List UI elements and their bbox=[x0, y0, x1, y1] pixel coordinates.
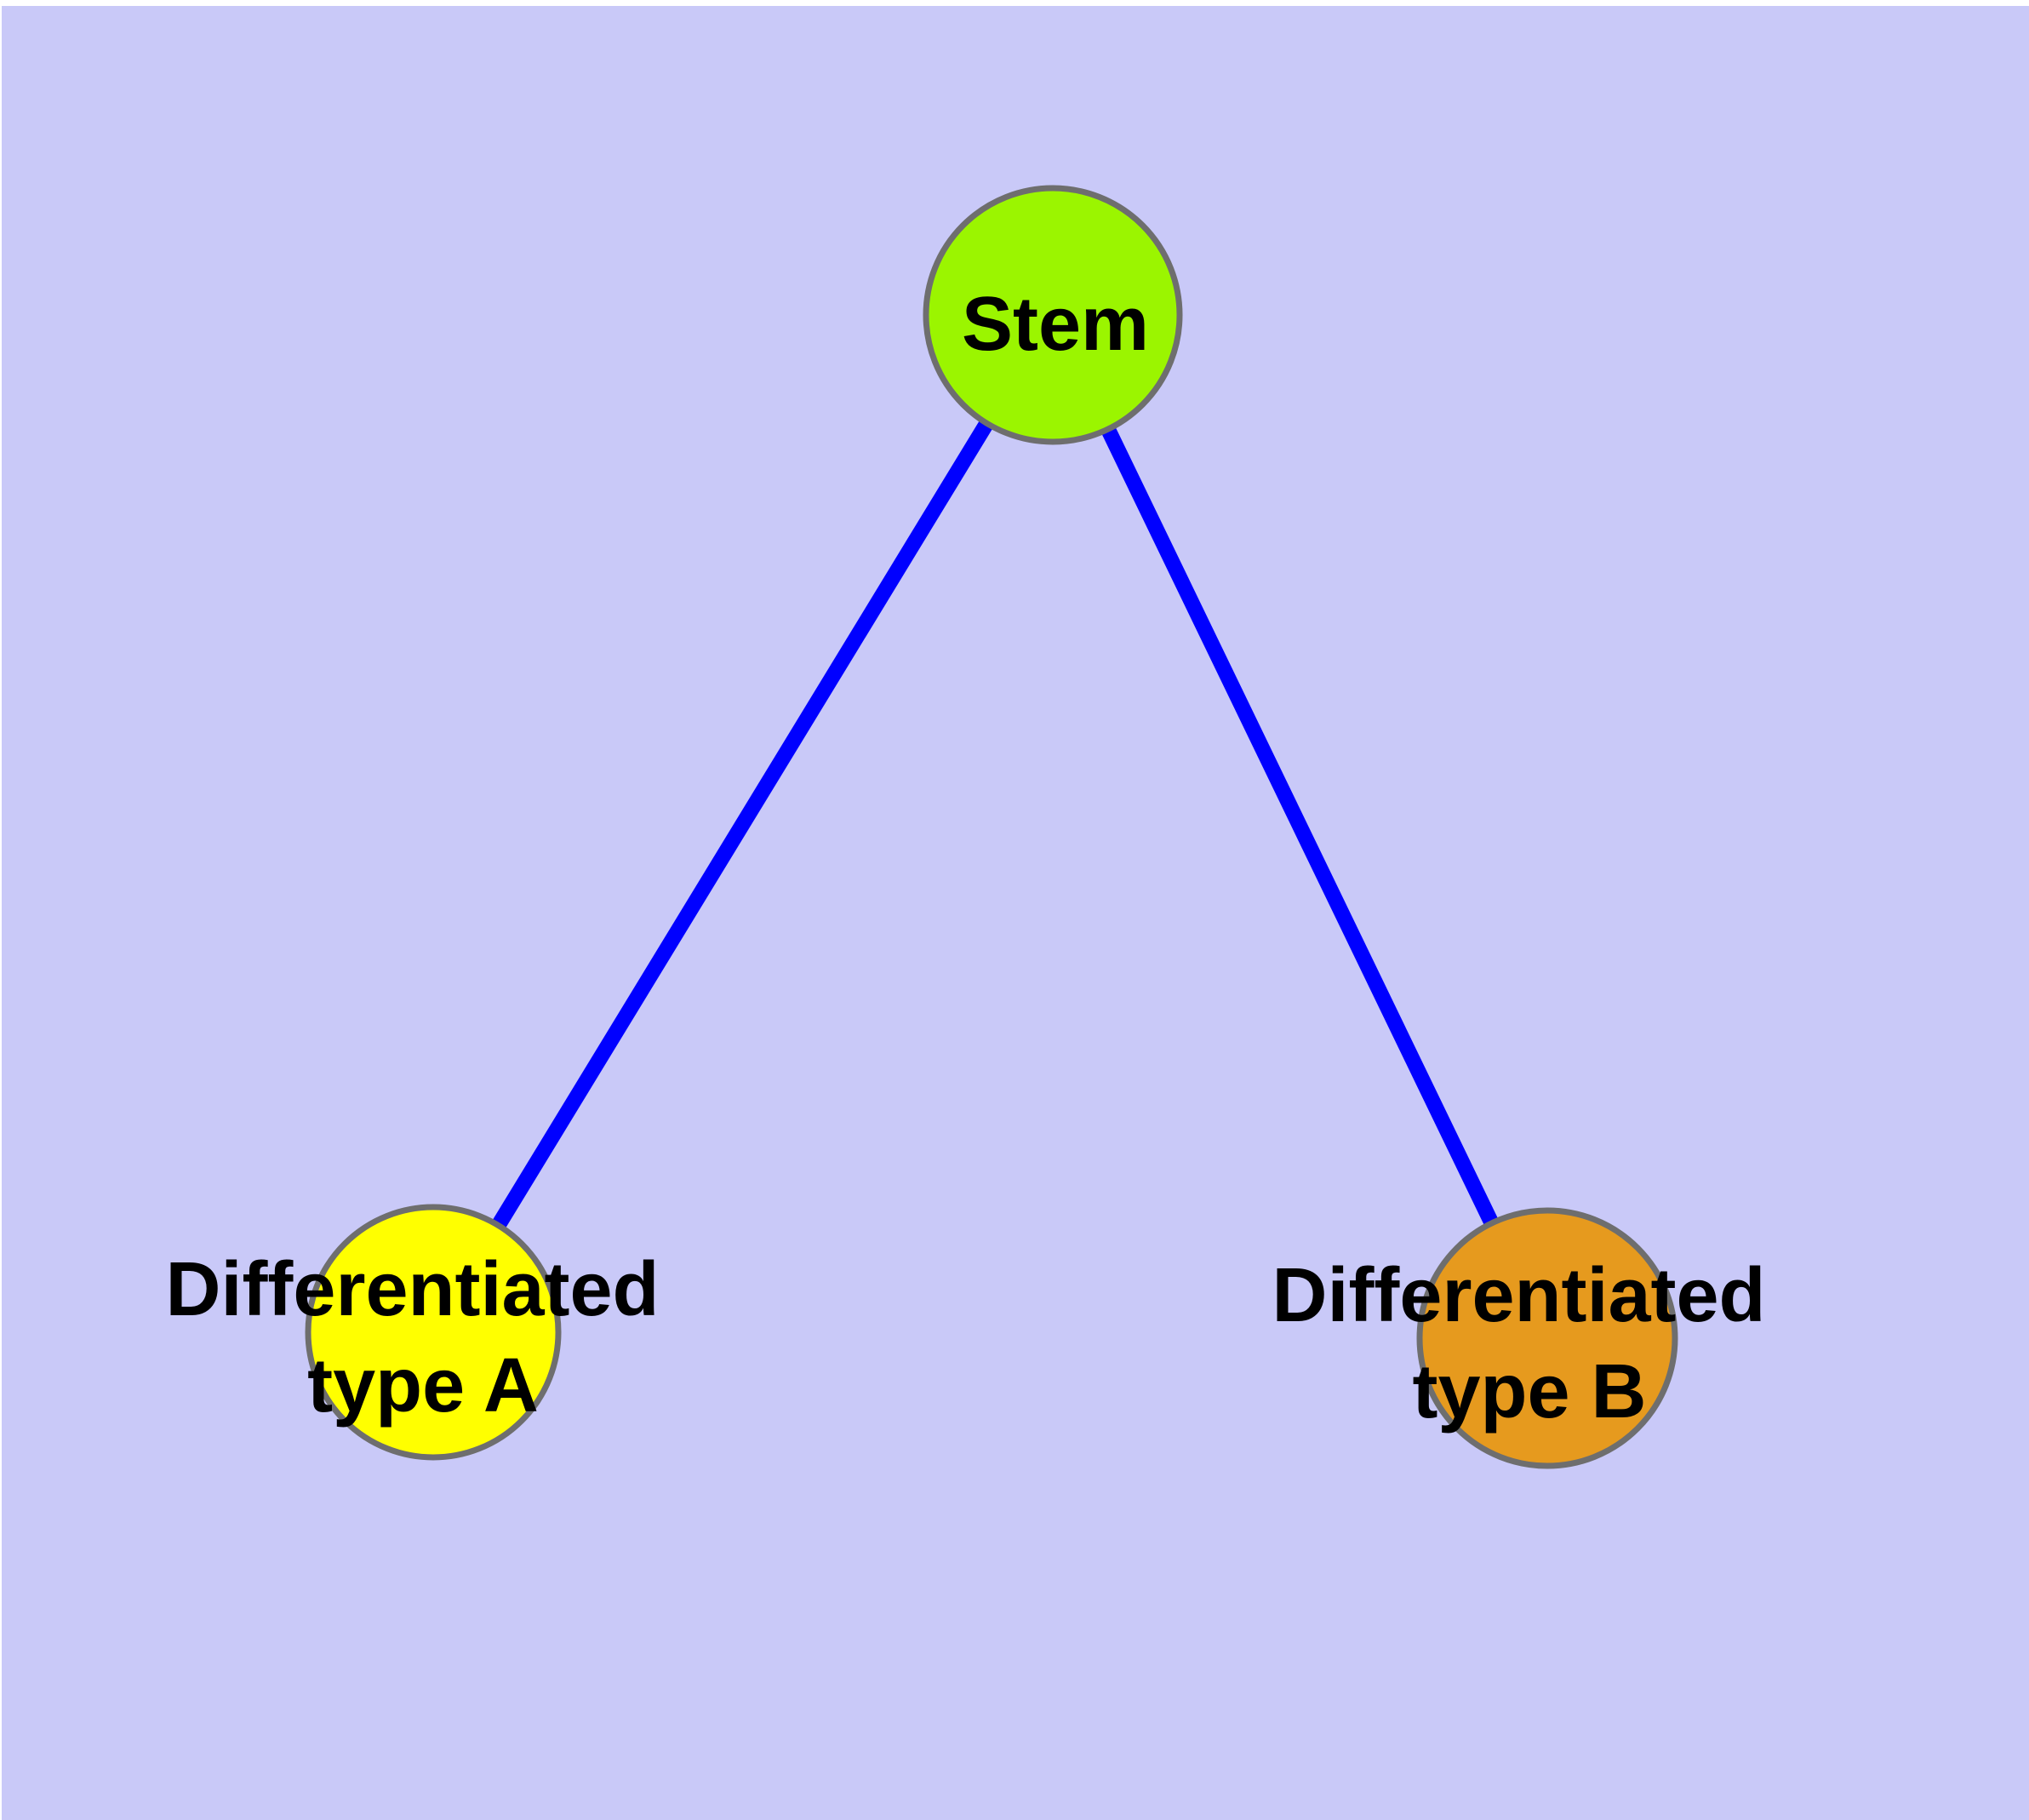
edge-stem-to-diff-b bbox=[1045, 312, 1555, 1342]
edge-stem-to-diff-a bbox=[426, 311, 1060, 1336]
node-label-stem: Stem bbox=[962, 282, 1149, 367]
node-label-differentiated-type-b-line1: Differentiated bbox=[1272, 1253, 1765, 1338]
node-label-differentiated-type-a-line1: Differentiated bbox=[165, 1247, 659, 1332]
node-differentiated-type-b bbox=[1416, 1207, 1678, 1469]
node-label-differentiated-type-a-line2: type A bbox=[307, 1343, 539, 1428]
node-label-differentiated-type-a: Differentiated type A bbox=[165, 1247, 680, 1428]
node-stem bbox=[923, 185, 1183, 445]
node-label-differentiated-type-b-line2: type B bbox=[1412, 1349, 1646, 1434]
node-differentiated-type-a bbox=[305, 1204, 562, 1461]
node-label-differentiated-type-b: Differentiated type B bbox=[1272, 1253, 1786, 1434]
